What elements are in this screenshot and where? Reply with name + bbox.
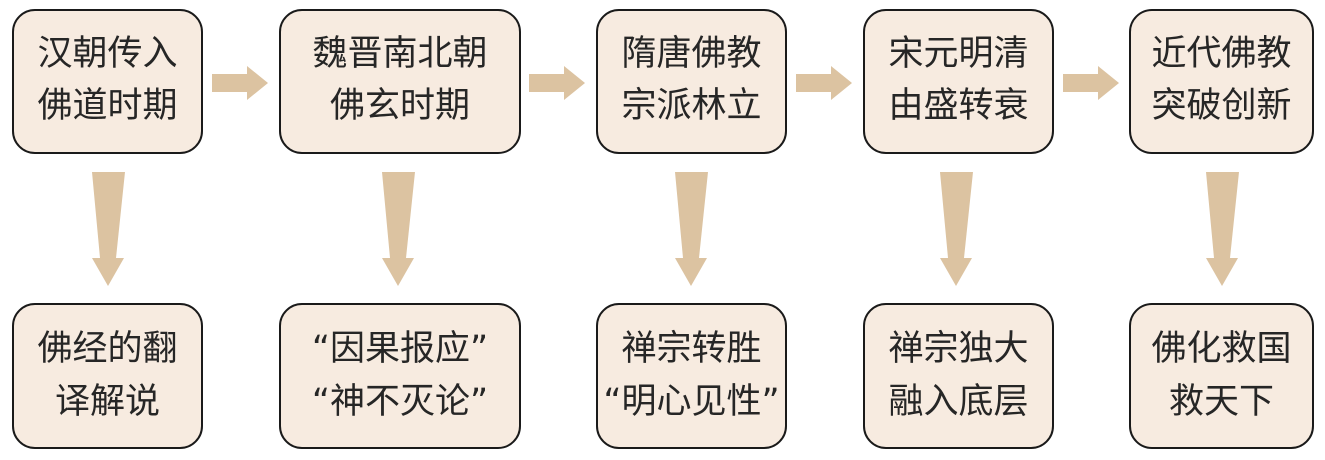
arrow-right-4 [1063, 66, 1119, 100]
stage-box-2: 魏晋南北朝 佛玄时期 [279, 9, 521, 154]
stage-2-line-2: 佛玄时期 [330, 86, 470, 126]
arrow-down-5 [1206, 172, 1239, 286]
stage-box-5: 近代佛教 突破创新 [1129, 9, 1314, 154]
outcome-4-line-1: 禅宗独大 [888, 329, 1028, 369]
arrow-down-3 [675, 172, 708, 286]
stage-1-line-2: 佛道时期 [37, 86, 177, 126]
arrow-down-4 [940, 172, 973, 286]
stage-2-line-1: 魏晋南北朝 [312, 34, 487, 74]
arrow-down-1 [92, 172, 125, 286]
outcome-1-line-2: 译解说 [55, 382, 160, 422]
arrow-right-3 [796, 66, 852, 100]
outcome-1-line-1: 佛经的翻 [37, 329, 177, 369]
stage-5-line-2: 突破创新 [1151, 86, 1291, 126]
outcome-3-line-1: 禅宗转胜 [621, 329, 761, 369]
outcome-box-1: 佛经的翻 译解说 [12, 303, 203, 449]
outcome-4-line-2: 融入底层 [888, 382, 1028, 422]
arrow-right-1 [212, 66, 268, 100]
stage-4-line-1: 宋元明清 [888, 34, 1028, 74]
stage-1-line-1: 汉朝传入 [37, 34, 177, 74]
outcome-box-4: 禅宗独大 融入底层 [863, 303, 1054, 449]
stage-box-3: 隋唐佛教 宗派林立 [596, 9, 787, 154]
arrow-down-2 [382, 172, 415, 286]
stage-3-line-2: 宗派林立 [621, 86, 761, 126]
outcome-box-3: 禅宗转胜 “明心见性” [596, 303, 787, 449]
outcome-5-line-1: 佛化救国 [1151, 329, 1291, 369]
stage-3-line-1: 隋唐佛教 [621, 34, 761, 74]
outcome-3-line-2: “明心见性” [603, 382, 779, 422]
stage-4-line-2: 由盛转衰 [888, 86, 1028, 126]
outcome-2-line-1: “因果报应” [312, 329, 488, 369]
stage-box-4: 宋元明清 由盛转衰 [863, 9, 1054, 154]
outcome-2-line-2: “神不灭论” [312, 382, 488, 422]
outcome-5-line-2: 救天下 [1169, 382, 1274, 422]
outcome-box-5: 佛化救国 救天下 [1129, 303, 1314, 449]
outcome-box-2: “因果报应” “神不灭论” [279, 303, 521, 449]
stage-5-line-1: 近代佛教 [1151, 34, 1291, 74]
stage-box-1: 汉朝传入 佛道时期 [12, 9, 203, 154]
arrow-right-2 [529, 66, 585, 100]
